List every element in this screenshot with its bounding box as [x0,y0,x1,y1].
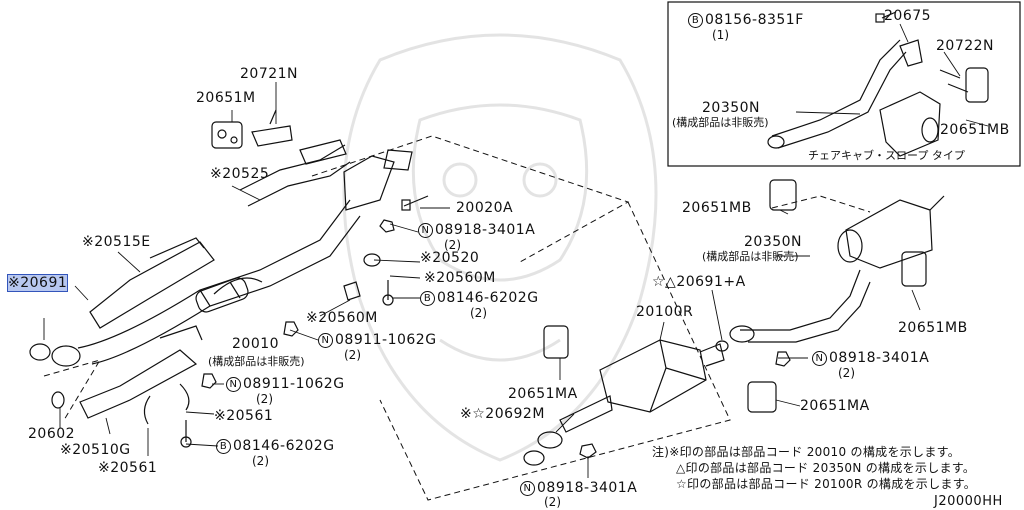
label-20651MB-upper[interactable]: 20651MB [682,200,752,216]
inset-caption: チェアキャブ・スロープ タイプ [808,149,965,162]
fasteners [29,195,429,448]
label-20692M[interactable]: ※☆20692M [460,406,545,422]
leader-lines [43,23,989,478]
label-20515E[interactable]: ※20515E [82,234,151,250]
part-number: 08146-6202G [233,438,335,454]
label-20560M-right[interactable]: ※20560M [424,270,496,286]
label-20010[interactable]: 20010 [232,336,280,352]
qty-08911-a: (2) [344,348,361,362]
part-number: 08911-1062G [335,332,437,348]
tail-pipe-20350N [715,195,945,367]
nut-symbol-icon: N [418,223,433,238]
label-20010-note: (構成部品は非販売) [208,355,305,368]
footnote-3: ☆印の部品は部品コード 20100R の構成を示します。 [676,477,977,491]
label-20561[interactable]: ※20561 [214,408,274,424]
part-number: 08146-6202G [437,290,539,306]
catalyst-pipe [239,139,413,211]
nut-symbol-icon: N [812,351,827,366]
label-20691A[interactable]: ☆△20691+A [652,274,746,290]
footnote-2: △印の部品は部品コード 20350N の構成を示します。 [676,461,976,475]
label-20100R[interactable]: 20100R [636,304,694,320]
label-inset-20722N[interactable]: 20722N [936,38,995,54]
heat-shield-20510G [79,325,203,419]
label-inset-20350N-note: (構成部品は非販売) [672,116,769,129]
label-20350N-note: (構成部品は非販売) [702,250,799,263]
bolt-symbol-icon: B [420,291,435,306]
qty-08146-a: (2) [470,306,487,320]
label-20721N[interactable]: 20721N [240,66,299,82]
label-20560M-left[interactable]: ※20560M [306,310,378,326]
part-number: 08918-3401A [537,480,638,496]
label-20350N[interactable]: 20350N [744,234,803,250]
label-inset-20675[interactable]: 20675 [884,8,932,24]
bolt-symbol-icon: B [216,439,231,454]
nut-symbol-icon: N [520,481,535,496]
inset-tail-pipe [767,11,989,157]
qty-08918-b: (2) [838,366,855,380]
label-20691[interactable]: ※20691 [6,274,69,292]
part-number: 08918-3401A [829,350,930,366]
part-number: 08918-3401A [435,222,536,238]
qty-inset-08156: (1) [712,28,729,42]
front-pipe-20010 [51,199,361,367]
label-inset-20651MB[interactable]: 20651MB [940,122,1010,138]
label-20651MB-lower[interactable]: 20651MB [898,320,968,336]
rubber-mount-20651M [211,121,243,149]
part-number: 08156-8351F [705,12,804,28]
bracket-20721N [251,109,293,147]
qty-08911-b: (2) [256,392,273,406]
diagram-code: J20000HH [934,494,1003,509]
label-inset-20350N[interactable]: 20350N [702,100,761,116]
label-20602[interactable]: 20602 [28,426,76,442]
part-number: 08911-1062G [243,376,345,392]
rubber-mounts-20651MB [769,179,927,287]
label-20525[interactable]: ※20525 [210,166,270,182]
center-muffler-20100R [523,339,725,466]
label-20561-bottom[interactable]: ※20561 [98,460,158,476]
nut-symbol-icon: N [318,333,333,348]
label-20651M[interactable]: 20651M [196,90,256,106]
footnote-1: 注)※印の部品は部品コード 20010 の構成を示します。 [652,445,961,459]
label-20510G[interactable]: ※20510G [60,442,131,458]
nut-symbol-icon: N [226,377,241,392]
qty-08146-b: (2) [252,454,269,468]
label-20651MA-left[interactable]: 20651MA [508,386,578,402]
heat-shield-20515E [89,237,215,329]
qty-08918-a: (2) [444,238,461,252]
label-20520[interactable]: ※20520 [420,250,480,266]
inset-frame [667,1,1021,167]
label-20020A[interactable]: 20020A [456,200,514,216]
qty-08918-c: (2) [544,495,561,509]
bolt-symbol-icon: B [688,13,703,28]
rubber-mounts-20651MA [543,325,777,413]
watermark-crest [342,33,658,462]
label-20651MA-right[interactable]: 20651MA [800,398,870,414]
